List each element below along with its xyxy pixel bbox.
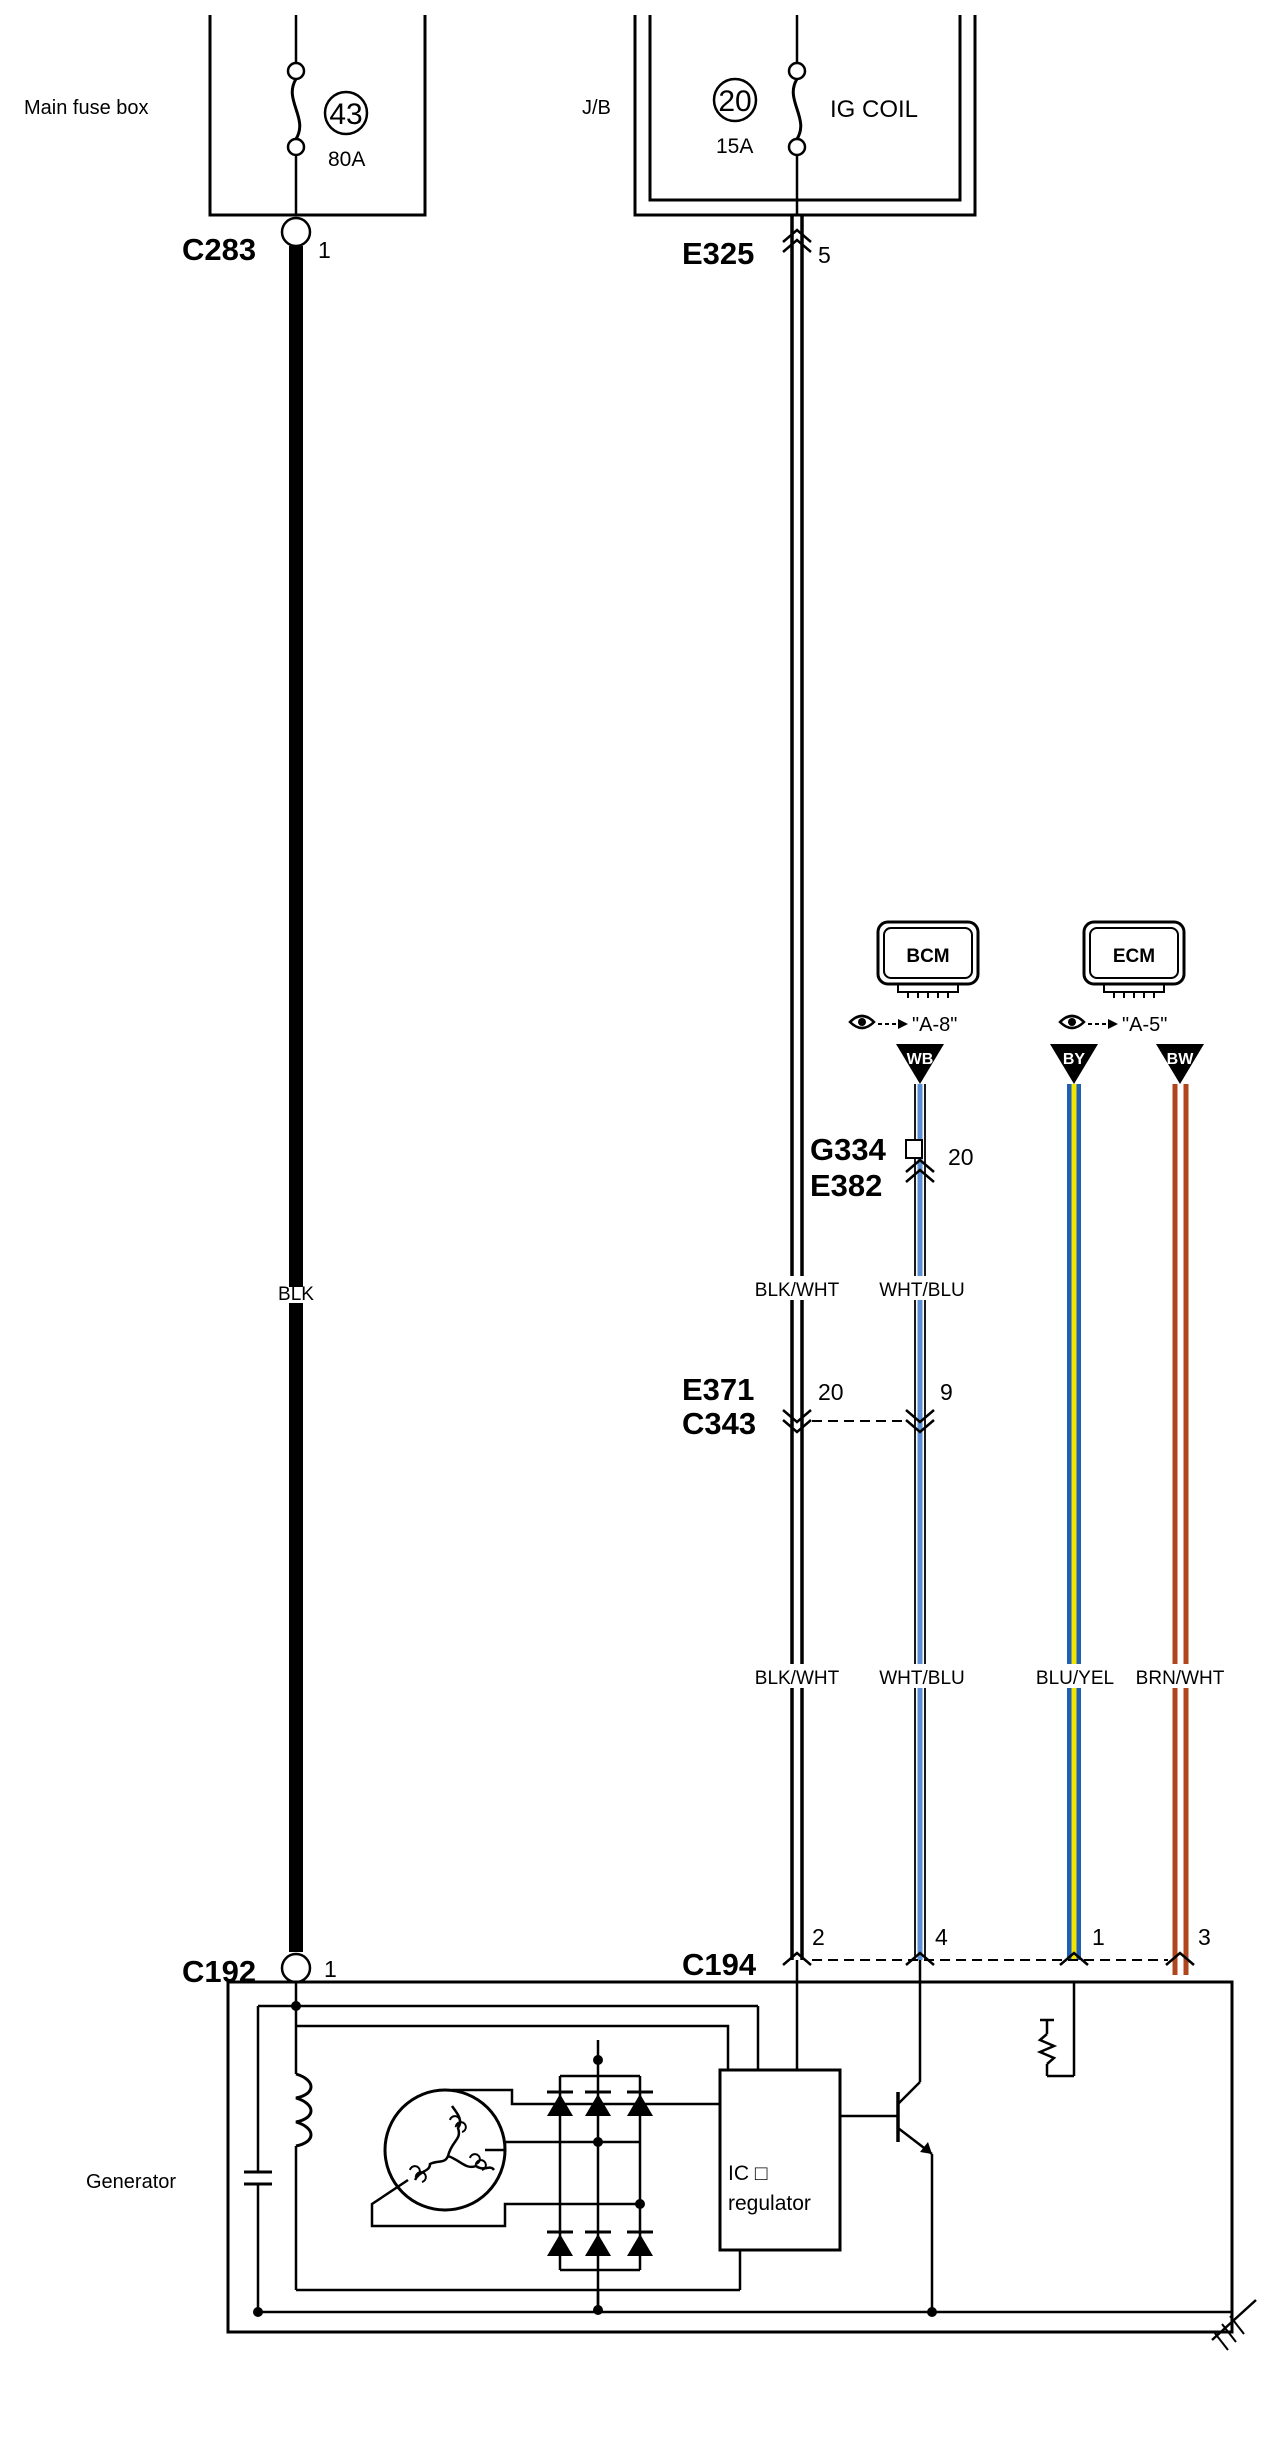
by-tag — [1050, 1044, 1098, 1084]
c194-pin-2: 2 — [812, 1924, 825, 1950]
connector-e325: E325 — [682, 236, 754, 271]
c194-pin2-icon — [782, 1951, 812, 1966]
rectifier-diodes-icon — [547, 2055, 653, 2315]
wire-label-blk: BLK — [278, 1284, 314, 1305]
blu-yel-wire: BLU/YEL — [1026, 1084, 1124, 1966]
generator: Generator — [86, 1960, 1257, 2351]
fuse-20-icon — [787, 15, 807, 215]
wht-blu-wire: WHT/BLU WHT/BLU — [874, 1084, 970, 1966]
wire-label-brn-wht: BRN/WHT — [1136, 1668, 1225, 1689]
connector-g334: G334 — [810, 1132, 887, 1167]
ecm-module: ECM — [1082, 920, 1186, 998]
regulator-label: regulator — [728, 2192, 811, 2215]
fuse-rating-80a: 80A — [328, 148, 365, 171]
c192-pin: 1 — [324, 1956, 337, 1982]
c192-terminal — [280, 1952, 312, 1984]
wire-label-blu-yel: BLU/YEL — [1036, 1668, 1114, 1689]
generator-label: Generator — [86, 2171, 176, 2193]
ic-label: IC □ — [728, 2162, 768, 2185]
by-tag-label: BY — [1063, 1051, 1086, 1068]
wire-label-blk-wht-lower: BLK/WHT — [755, 1668, 840, 1689]
fuse-rating-15a: 15A — [716, 135, 753, 158]
c343-connector-icon — [905, 1409, 935, 1434]
transistor-icon — [840, 1960, 937, 2317]
capacitor-icon — [244, 2170, 272, 2186]
ecm-label: ECM — [1113, 946, 1155, 967]
ig-coil-label: IG COIL — [830, 96, 918, 123]
g334-connector-icon — [905, 1139, 923, 1159]
bw-tag — [1156, 1044, 1204, 1084]
ecm-reference[interactable]: "A-5" — [1058, 1014, 1167, 1036]
resistor-icon — [1036, 1982, 1076, 2078]
wire-label-blk-wht-upper: BLK/WHT — [755, 1280, 840, 1301]
brn-wht-wire: BRN/WHT — [1128, 1084, 1232, 1975]
c194-pin-4: 4 — [935, 1924, 948, 1950]
c194-pin-1: 1 — [1092, 1924, 1105, 1950]
connector-c343: C343 — [682, 1406, 756, 1441]
junction-block-label: J/B — [582, 97, 611, 119]
main-fuse-box-label: Main fuse box — [24, 97, 149, 119]
connector-e382: E382 — [810, 1168, 882, 1203]
bcm-label: BCM — [906, 946, 949, 967]
bcm-ref-label: "A-8" — [912, 1014, 957, 1036]
connector-e371: E371 — [682, 1372, 754, 1407]
field-coil-icon — [295, 2072, 313, 2148]
fuse-number-circle — [323, 90, 369, 136]
e371-pin-blkwht: 20 — [818, 1379, 844, 1405]
bcm-module: BCM — [876, 920, 980, 998]
bw-tag-label: BW — [1167, 1051, 1195, 1068]
fuse-number-20: 20 — [718, 85, 751, 118]
c194-pin-3: 3 — [1198, 1924, 1211, 1950]
connector-c194: C194 — [682, 1947, 757, 1982]
junction-block: J/B 20 15A IG COIL — [582, 15, 977, 217]
ground-icon — [1211, 2299, 1257, 2351]
c283-terminal — [280, 216, 312, 248]
bcm-reference[interactable]: "A-8" — [848, 1014, 957, 1036]
wire-label-wht-blu-lower: WHT/BLU — [879, 1668, 965, 1689]
c283-pin: 1 — [318, 237, 331, 263]
eye-icon — [1058, 1014, 1086, 1030]
e325-connector-icon — [782, 228, 812, 253]
connector-c192: C192 — [182, 1954, 256, 1989]
eye-icon — [848, 1014, 876, 1030]
ecm-ref-label: "A-5" — [1122, 1014, 1167, 1036]
wire-label-wht-blu-upper: WHT/BLU — [879, 1280, 965, 1301]
wb-tag-label: WB — [907, 1051, 934, 1068]
ic-regulator-box — [718, 2068, 842, 2252]
connector-c283: C283 — [182, 232, 256, 267]
fuse-43-icon — [286, 15, 306, 215]
e371-pin-whtblu: 9 — [940, 1379, 953, 1405]
wb-tag — [896, 1044, 944, 1084]
e325-pin: 5 — [818, 242, 831, 268]
fuse-number-43: 43 — [329, 98, 362, 131]
blk-wht-wire: BLK/WHT BLK/WHT — [750, 215, 844, 1966]
e371-connector-icon — [782, 1409, 812, 1434]
main-fuse-box: Main fuse box 43 80A — [24, 15, 427, 217]
fuse-number-circle — [712, 77, 758, 123]
g334-pin: 20 — [948, 1144, 974, 1170]
blk-wire: BLK — [278, 216, 314, 1984]
